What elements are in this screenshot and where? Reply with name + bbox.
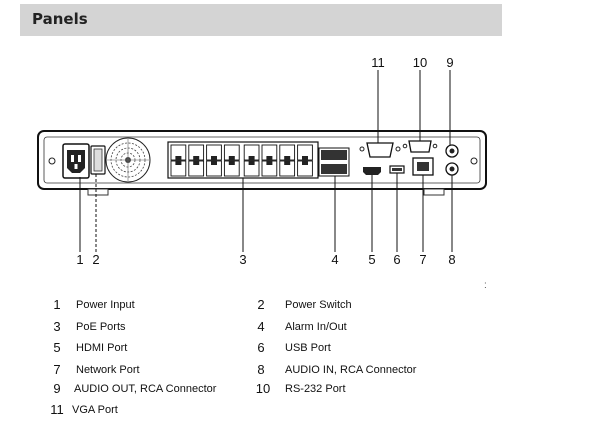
legend-label-power-input: Power Input	[76, 299, 135, 311]
poe-port-latch	[175, 161, 182, 165]
callout-8: 8	[448, 252, 456, 267]
legend-num-9: 9	[53, 381, 61, 396]
legend-label-network: Network Port	[76, 364, 140, 376]
poe-port-latch	[284, 156, 291, 160]
callout-10: 10	[412, 55, 428, 70]
alarm-terminal-block	[318, 147, 350, 177]
poe-port-latch	[266, 156, 273, 160]
legend-num-1: 1	[53, 297, 61, 312]
legend-label-hdmi: HDMI Port	[76, 342, 128, 354]
callout-6: 6	[393, 252, 401, 267]
callout-7: 7	[419, 252, 427, 267]
section-header: Panels	[20, 4, 502, 36]
legend-num-3: 3	[53, 319, 61, 334]
legend-label-poe-ports: PoE Ports	[76, 321, 126, 333]
poe-port-latch	[211, 161, 217, 165]
legend-num-11: 11	[50, 402, 64, 417]
callout-4: 4	[331, 252, 339, 267]
legend-num-4: 4	[257, 319, 265, 334]
legend-label-audio-out: AUDIO OUT, RCA Connector	[74, 383, 217, 395]
poe-port-latch	[193, 161, 200, 165]
power-switch	[90, 145, 106, 175]
callout-11: 11	[371, 55, 385, 70]
hdmi-port	[363, 167, 381, 175]
network-port	[412, 157, 434, 176]
poe-port-latch	[248, 156, 255, 160]
callout-1: 1	[76, 252, 84, 267]
poe-port-latch	[266, 161, 273, 165]
poe-port-latch	[248, 161, 255, 165]
rear-panel-diagram	[37, 70, 487, 252]
poe-port-latch	[302, 161, 308, 165]
rs232-port	[402, 140, 438, 153]
callout-leader-lines	[79, 70, 453, 252]
poe-port-latch	[175, 156, 182, 160]
legend-label-vga: VGA Port	[72, 404, 118, 416]
vga-port	[359, 142, 401, 158]
legend-num-10: 10	[255, 381, 271, 396]
poe-ports-block	[167, 141, 319, 179]
legend-label-usb: USB Port	[285, 342, 331, 354]
fan-grille	[105, 137, 151, 183]
callout-2: 2	[92, 252, 100, 267]
poe-port-latch	[211, 156, 217, 160]
legend-label-alarm: Alarm In/Out	[285, 321, 347, 333]
legend-label-power-switch: Power Switch	[285, 299, 352, 311]
poe-port-latch	[302, 156, 308, 160]
callout-3: 3	[239, 252, 247, 267]
audio-rca-connectors	[445, 144, 459, 176]
legend-label-audio-in: AUDIO IN, RCA Connector	[285, 364, 417, 376]
poe-port-latch	[284, 161, 291, 165]
legend-label-rs232: RS-232 Port	[285, 383, 346, 395]
usb-port	[389, 165, 405, 174]
stray-mark: :	[484, 280, 487, 291]
legend-num-2: 2	[257, 297, 265, 312]
legend-num-6: 6	[257, 340, 265, 355]
legend-num-5: 5	[53, 340, 61, 355]
section-title: Panels	[32, 10, 88, 28]
callout-5: 5	[368, 252, 376, 267]
poe-port-latch	[193, 156, 200, 160]
callout-9: 9	[446, 55, 454, 70]
power-input-socket	[62, 143, 90, 179]
legend-num-7: 7	[53, 362, 61, 377]
legend-num-8: 8	[257, 362, 265, 377]
poe-port-latch	[228, 161, 235, 165]
poe-port-latch	[228, 156, 235, 160]
